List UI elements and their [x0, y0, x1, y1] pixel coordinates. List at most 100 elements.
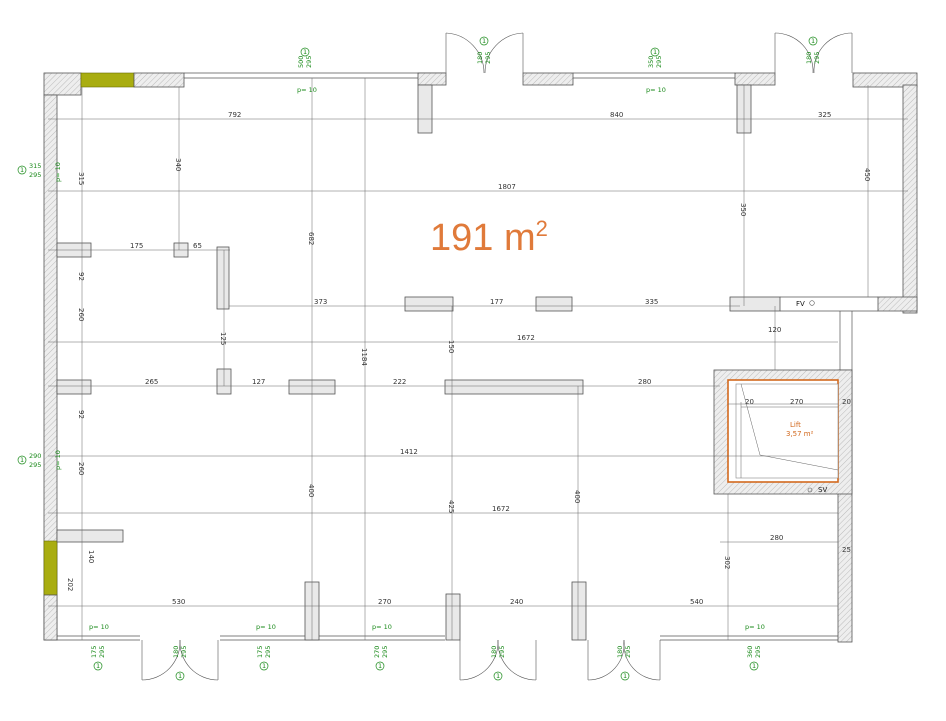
window-height: 295 — [180, 646, 188, 658]
wall-left-olive — [43, 540, 58, 596]
window-width: 175 — [90, 646, 98, 658]
window-height: 295 — [98, 646, 106, 658]
dim-label: 270 — [790, 398, 803, 406]
window-number: 1 — [20, 166, 24, 174]
window-height: 295 — [624, 646, 632, 658]
dim-label: 840 — [610, 111, 623, 119]
window-tags-top: 1 500 295 p= 10 1 180 295 1 350 295 p= 1… — [297, 36, 821, 94]
dim-label: 1412 — [400, 448, 418, 456]
dim-label: 400 — [573, 490, 581, 503]
window-number: 1 — [262, 662, 266, 670]
window-width: 180 — [616, 646, 624, 658]
dim-label: 682 — [307, 232, 315, 245]
window-height: 295 — [264, 646, 272, 658]
window-height: 295 — [498, 646, 506, 658]
window-number: 1 — [20, 456, 24, 464]
dim-label: 270 — [378, 598, 391, 606]
dim-label: 222 — [393, 378, 406, 386]
window-height: 295 — [655, 56, 663, 68]
window-height: 295 — [29, 171, 41, 179]
window-height: 295 — [813, 52, 821, 64]
dim-label: 315 — [77, 172, 85, 185]
dim-label: 92 — [77, 272, 85, 281]
wall-right-upper — [902, 84, 918, 314]
dimension-lines — [48, 78, 908, 640]
dim-label: 450 — [863, 168, 871, 181]
dim-label: 792 — [228, 111, 241, 119]
dim-label: 425 — [447, 500, 455, 513]
window-number: 1 — [496, 672, 500, 680]
window-height: 295 — [381, 646, 389, 658]
window-height: 295 — [484, 52, 492, 64]
window-parapet: p= 10 — [89, 623, 109, 631]
dim-label: 92 — [77, 410, 85, 419]
window-parapet: p= 10 — [297, 86, 317, 94]
dim-label: 25 — [842, 546, 851, 554]
wall-top-right — [852, 72, 918, 88]
dim-label: 1184 — [360, 348, 368, 366]
wall-top-seg4 — [522, 72, 574, 86]
wall-top-left — [43, 72, 82, 96]
wall-top-seg2 — [133, 72, 185, 88]
wall-top-left-olive — [80, 72, 135, 88]
dim-label: 20 — [842, 398, 851, 406]
window-height: 295 — [305, 56, 313, 68]
window-parapet: p= 10 — [372, 623, 392, 631]
dim-label: 280 — [770, 534, 783, 542]
dim-label: 202 — [66, 578, 74, 591]
window-width: 500 — [297, 56, 305, 68]
window-number: 1 — [178, 672, 182, 680]
dim-label: 373 — [314, 298, 327, 306]
dim-label: 265 — [145, 378, 158, 386]
dim-label: 400 — [307, 484, 315, 497]
dim-label: 125 — [219, 332, 227, 345]
wall-right-bottom-cap — [877, 296, 918, 312]
window-height: 295 — [754, 646, 762, 658]
window-number: 1 — [96, 662, 100, 670]
window-number: 1 — [811, 37, 815, 45]
dim-label: 302 — [723, 556, 731, 569]
dim-label: 340 — [174, 158, 182, 171]
lift-shaft — [713, 369, 853, 495]
dim-label: 280 — [638, 378, 651, 386]
dim-label: 175 — [130, 242, 143, 250]
window-number: 1 — [623, 672, 627, 680]
lift-name: Lift — [790, 421, 801, 429]
dimension-labels: 792 840 325 1807 340 315 350 450 175 65 … — [66, 111, 871, 606]
window-width: 180 — [805, 52, 813, 64]
dim-label: 127 — [252, 378, 265, 386]
dim-label: 150 — [447, 340, 455, 353]
window-height: 295 — [29, 461, 41, 469]
window-width: 180 — [172, 646, 180, 658]
window-number: 1 — [653, 48, 657, 56]
window-width: 180 — [490, 646, 498, 658]
dim-label: 1672 — [492, 505, 510, 513]
window-number: 1 — [482, 37, 486, 45]
wall-top-seg5 — [734, 72, 776, 86]
fv-label: FV — [796, 300, 805, 308]
wall-top-seg3 — [417, 72, 447, 86]
window-width: 315 — [29, 162, 41, 170]
window-parapet: p= 10 — [54, 162, 62, 182]
window-width: 270 — [373, 646, 381, 658]
dim-label: 260 — [77, 462, 85, 475]
window-number: 1 — [752, 662, 756, 670]
area-label: 191 m2 — [430, 216, 548, 259]
window-parapet: p= 10 — [256, 623, 276, 631]
dim-label: 335 — [645, 298, 658, 306]
lift-area: 3,57 m² — [786, 430, 814, 438]
dim-label: 540 — [690, 598, 703, 606]
window-tags-left: 1 315 295 p= 10 1 290 295 p= 10 — [17, 162, 62, 470]
window-parapet: p= 10 — [646, 86, 666, 94]
window-width: 180 — [476, 52, 484, 64]
dim-label: 140 — [87, 550, 95, 563]
dim-label: 65 — [193, 242, 202, 250]
window-number: 1 — [303, 48, 307, 56]
window-width: 350 — [647, 56, 655, 68]
dim-label: 120 — [768, 326, 781, 334]
dim-label: 177 — [490, 298, 503, 306]
window-width: 290 — [29, 452, 41, 460]
window-parapet: p= 10 — [745, 623, 765, 631]
dim-label: 325 — [818, 111, 831, 119]
